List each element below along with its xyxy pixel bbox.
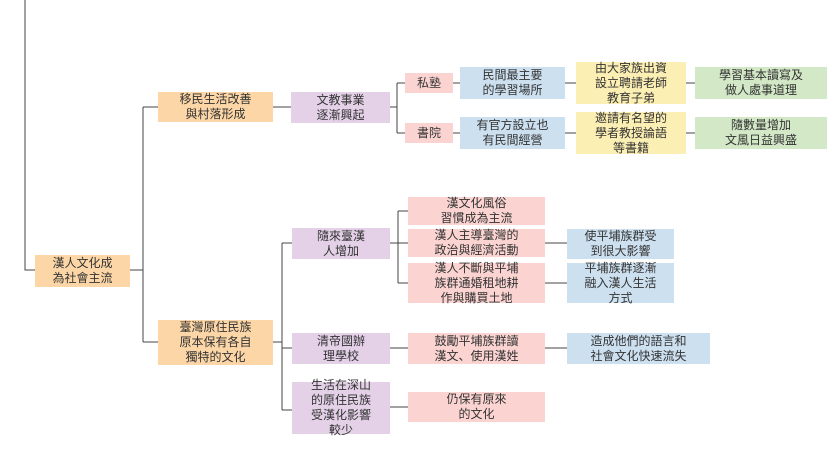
- node-original-culture: 仍保有原來 的文化: [408, 392, 545, 422]
- connector: [130, 106, 158, 343]
- node-encourage-han: 鼓勵平埔族群讀 漢文、使用漢姓: [408, 333, 545, 364]
- node-han-customs: 漢文化風俗 習慣成為主流: [408, 196, 545, 225]
- root-node: 漢人文化成 為社會主流: [35, 255, 130, 287]
- node-sishu-desc: 民間最主要 的學習場所: [460, 67, 565, 99]
- node-han-increase: 隨來臺漢 人增加: [292, 228, 390, 259]
- connector: [390, 210, 408, 284]
- node-pingpu-assimilation: 平埔族群逐漸 融入漢人生活 方式: [567, 261, 674, 305]
- connector: [545, 242, 567, 284]
- node-shuyuan-desc: 有官方設立也 有民間經營: [460, 117, 565, 149]
- node-mountain-peoples: 生活在深山 的原住民族 受漢化影響 較少: [292, 378, 390, 437]
- node-pingpu-impact: 使平埔族群受 到很大影響: [567, 229, 674, 259]
- connector: [273, 242, 292, 411]
- connector: [24, 0, 35, 271]
- branch-migrant-life: 移民生活改善 與村落形成: [158, 92, 273, 122]
- node-han-politics: 漢人主導臺灣的 政治與經濟活動: [408, 228, 545, 257]
- node-qing-schools: 清帝國辦 理學校: [292, 333, 390, 364]
- node-sishu-result: 學習基本讀寫及 做人處事道理: [695, 67, 827, 99]
- node-sishu-detail: 由大家族出資 設立聘請老師 教育子弟: [576, 61, 686, 105]
- node-shuyuan-result: 隨數量增加 文風日益興盛: [695, 117, 827, 149]
- node-culture-loss: 造成他們的語言和 社會文化快速流失: [567, 333, 710, 364]
- node-intermarriage: 漢人不斷與平埔 族群通婚租地耕 作與購買土地: [408, 261, 545, 305]
- node-education-rise: 文教事業 逐漸興起: [291, 92, 390, 123]
- connector: [390, 82, 405, 134]
- node-shuyuan: 書院: [405, 123, 453, 143]
- branch-aboriginal-culture: 臺灣原住民族 原本保有各自 獨特的文化: [158, 320, 273, 365]
- node-shuyuan-detail: 邀請有名望的 學者教授論語 等書籍: [576, 111, 686, 155]
- node-sishu: 私塾: [405, 73, 453, 93]
